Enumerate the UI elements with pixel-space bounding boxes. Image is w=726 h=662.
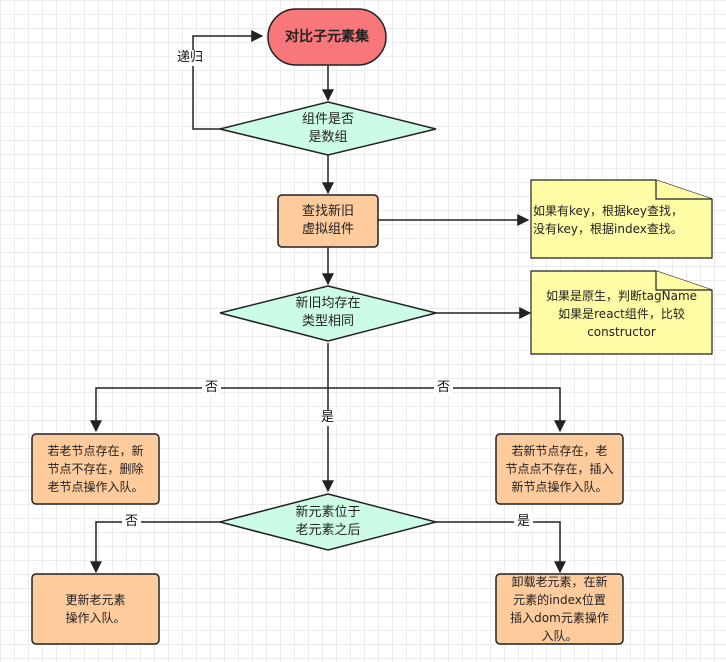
start-label: 对比子元素集	[285, 29, 369, 45]
decision-both-exist	[219, 285, 437, 342]
process-update-old	[31, 573, 160, 645]
start-node	[267, 8, 387, 66]
both-exist-label: 新旧均存在 类型相同	[295, 296, 361, 329]
process-unmount-insert	[495, 573, 624, 645]
edge-yes-bottom-right	[436, 521, 566, 574]
decision-is-array	[219, 101, 437, 156]
edge-label-no-right: 否	[434, 380, 454, 396]
edge-recursion-loop	[192, 30, 264, 130]
edge-label-no-left: 否	[202, 380, 222, 396]
old-exists-label: 若老节点存在，新 节点不存在，删除 老节点操作入队。	[47, 444, 144, 494]
note-key-lookup-text: 如果有key，根据key查找， 没有key，根据index查找。	[533, 204, 684, 236]
is-array-label: 组件是否 是数组	[301, 112, 354, 145]
note-type-compare-fold	[655, 271, 712, 291]
edge-label-no-bottom-left: 否	[122, 514, 142, 530]
decision-new-after-old	[217, 493, 439, 551]
process-old-exists	[31, 433, 160, 505]
new-exists-label: 若新节点存在，老 节点点不存在，插入 新节点操作入队。	[505, 444, 614, 494]
edge-label-yes-bottom-right: 是	[514, 514, 534, 530]
update-old-label: 更新老元素 操作入队。	[65, 593, 126, 625]
edge-label-yes-down: 是	[318, 410, 338, 426]
new-after-old-label: 新元素位于 老元素之后	[295, 505, 361, 538]
unmount-insert-label: 卸载老元素，在新 元素的index位置 插入dom元素操作 入队。	[510, 575, 609, 643]
note-type-compare	[530, 270, 713, 355]
note-key-lookup-fold	[655, 180, 712, 200]
note-type-compare-text: 如果是原生，判断tagName 如果是react组件，比较 constructo…	[545, 289, 698, 339]
process-find-old-new	[277, 194, 379, 248]
process-new-exists	[495, 433, 624, 505]
edge-no-right	[328, 387, 566, 433]
edge-no-bottom-left	[90, 521, 220, 574]
edge-label-recursion: 递归	[174, 50, 207, 66]
find-old-new-label: 查找新旧 虚拟组件	[301, 204, 354, 237]
